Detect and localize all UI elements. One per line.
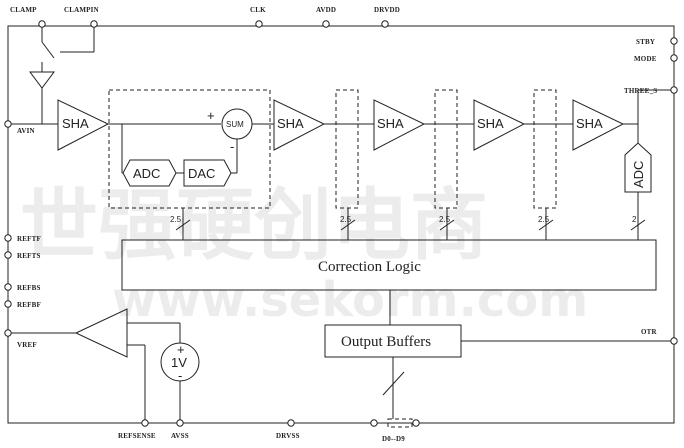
final-adc-label: ADC [631, 161, 646, 188]
pin-label-drvdd: DRVDD [374, 6, 400, 14]
reference-source: 1V + - [160, 342, 200, 383]
correction-logic-block: Correction Logic [121, 239, 657, 291]
pin-label-avdd: AVDD [316, 6, 336, 14]
sha-4: SHA [473, 99, 526, 151]
pin-label-reftf: REFTF [17, 235, 41, 243]
sha-2: SHA [273, 99, 326, 151]
sha-3-label: SHA [377, 116, 404, 131]
pin-label-vref: VREF [17, 341, 37, 349]
sum-plus-sign: + [207, 108, 215, 123]
pin-clk: CLK [250, 6, 266, 28]
pin-mode: MODE [634, 54, 678, 63]
pin-label-otr: OTR [641, 328, 658, 336]
pin-drvss: DRVSS [276, 419, 300, 440]
pin-label-drvss: DRVSS [276, 432, 300, 440]
pin-clampin: CLAMPIN [64, 6, 99, 28]
watermark-url: www.sekorm.com [112, 272, 588, 328]
stage1-box [108, 89, 271, 209]
final-adc: ADC [624, 142, 652, 193]
sha-5: SHA [572, 99, 625, 151]
pin-refts: REFTS [4, 251, 41, 260]
watermark: 世强硬创电商 www.sekorm.com [20, 181, 588, 328]
sha-2-label: SHA [277, 116, 304, 131]
chip-outline [7, 25, 675, 424]
bus-width-stage5: 2 [632, 215, 637, 224]
pin-label-ain: AVIN [17, 127, 35, 135]
stage4-box [533, 89, 557, 209]
pin-data-out: D0--D9 [370, 418, 420, 443]
pin-refbf: REFBF [4, 300, 41, 309]
pin-stby: STBY [636, 37, 678, 46]
stage1-adc: ADC [122, 159, 177, 187]
clamp-switch [29, 27, 95, 124]
reference-source-minus: - [178, 368, 182, 383]
bus-width-stage4: 2.5 [538, 215, 550, 224]
pin-reftf: REFTF [4, 234, 41, 243]
vref-amplifier [74, 308, 128, 358]
pin-label-thresh: THREE_S [624, 87, 657, 95]
pin-otr: OTR [641, 328, 678, 345]
bus-width-stage2: 2.5 [340, 215, 352, 224]
stage1-dac-label: DAC [188, 166, 215, 181]
reference-source-label: 1V [171, 355, 187, 370]
sha-1-label: SHA [62, 116, 89, 131]
pin-drvdd: DRVDD [374, 6, 400, 28]
pin-label-refts: REFTS [17, 252, 41, 260]
pin-label-refbs: REFBS [17, 284, 41, 292]
sha-1: SHA [57, 99, 110, 151]
pin-label-stby: STBY [636, 38, 655, 46]
pin-label-refbf: REFBF [17, 301, 41, 309]
pin-label-data-out: D0--D9 [382, 435, 405, 443]
pin-ain: AVIN [4, 120, 35, 135]
stage1-adc-label: ADC [133, 166, 160, 181]
sum-node: SUM + - [207, 108, 253, 154]
pin-thresh: THREE_S [624, 86, 678, 95]
bus-width-stage3: 2.5 [439, 215, 451, 224]
correction-logic-label: Correction Logic [318, 259, 421, 275]
watermark-cn: 世强硬创电商 [20, 181, 488, 271]
sum-label: SUM [226, 120, 244, 129]
pin-label-clk: CLK [250, 6, 266, 14]
sha-5-label: SHA [576, 116, 603, 131]
pin-label-clampin: CLAMPIN [64, 6, 99, 14]
sum-minus-sign: - [230, 139, 234, 154]
stage1-dac: DAC [183, 159, 232, 187]
pin-refbs: REFBS [4, 283, 41, 292]
bus-width-stage1: 2.5 [170, 215, 182, 224]
pin-avdd: AVDD [316, 6, 336, 28]
stage3-box [434, 89, 458, 209]
stage2-box [335, 89, 359, 209]
pin-label-refsense: REFSENSE [118, 432, 156, 440]
reference-source-plus: + [177, 342, 185, 357]
pin-label-avss: AVSS [171, 432, 189, 440]
sha-4-label: SHA [477, 116, 504, 131]
sha-3: SHA [373, 99, 426, 151]
pin-label-clamp: CLAMP [10, 6, 37, 14]
output-buffers-block: Output Buffers [324, 324, 462, 358]
pin-label-mode: MODE [634, 55, 657, 63]
pin-clamp: CLAMP [10, 6, 46, 28]
output-buffers-label: Output Buffers [341, 334, 431, 350]
